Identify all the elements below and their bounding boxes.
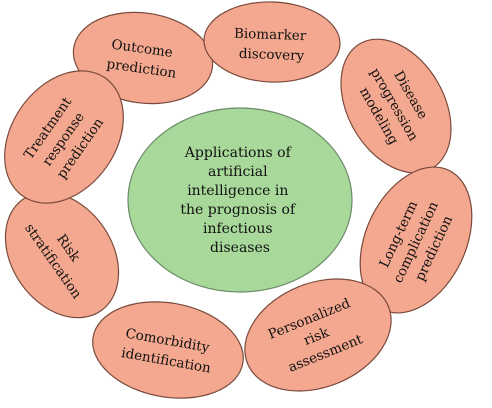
center-title: Applications of artificial intelligence … (180, 145, 299, 256)
node-personalized-risk-assessment: Personalized risk assessment (244, 278, 392, 392)
svg-text:Biomarker discovery: Biomarker discovery (233, 26, 311, 65)
node-disease-progression-modeling: Disease progression modeling (340, 38, 452, 174)
center-label-line: infectious (203, 221, 273, 237)
node-ellipse (4, 191, 120, 319)
center-label-line: artificial (208, 164, 268, 180)
node-ellipse (92, 301, 244, 399)
node-ellipse (203, 1, 341, 83)
node-ellipse (4, 70, 124, 204)
center-label-line: the prognosis of (180, 202, 297, 218)
node-comorbidity-identification: Comorbidity identification (92, 301, 244, 399)
center-ellipse (127, 107, 353, 293)
center-node: Applications of artificial intelligence … (127, 107, 353, 293)
node-long-term-complication-prediction: Long-term complication prediction (359, 166, 473, 314)
node-label-line: discovery (239, 46, 305, 64)
center-label-line: intelligence in (187, 183, 288, 199)
node-label-line: Biomarker (234, 26, 307, 45)
center-label-line: Applications of (184, 145, 293, 161)
node-biomarker-discovery: Biomarker discovery (203, 1, 341, 83)
center-label-line: diseases (210, 240, 270, 256)
node-treatment-response-prediction: Treatment response prediction (4, 70, 124, 204)
node-risk-stratification: Risk stratification (4, 191, 120, 319)
node-ellipse (244, 278, 392, 392)
